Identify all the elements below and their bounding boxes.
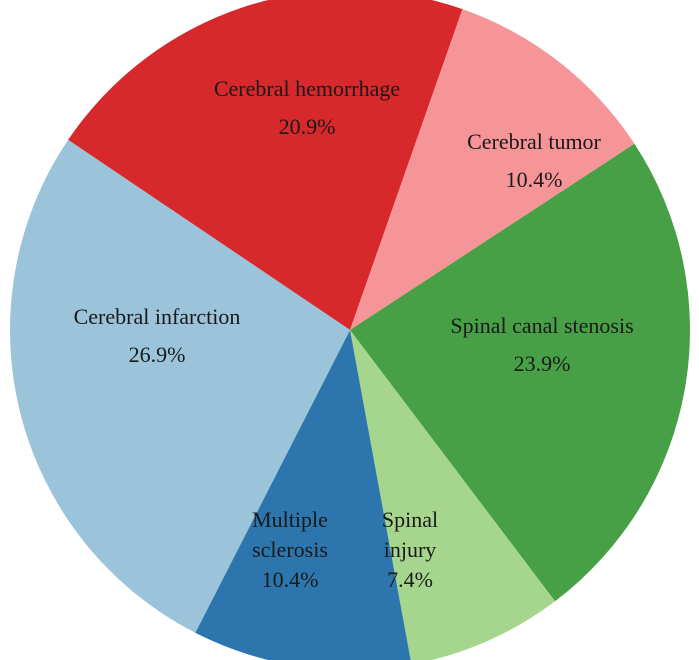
slice-label-group: Cerebral hemorrhage 20.9% bbox=[214, 76, 400, 139]
slice-value-label: 10.4% bbox=[506, 167, 563, 192]
pie-slice-multiple-sclerosis bbox=[195, 330, 411, 660]
slice-label-group: Multiple sclerosis 10.4% bbox=[252, 507, 328, 592]
pie-slice-cerebral-tumor bbox=[350, 9, 635, 330]
slice-value-label: 26.9% bbox=[129, 342, 186, 367]
pie-labels: Cerebral hemorrhage 20.9% Cerebral tumor 10… bbox=[74, 76, 634, 592]
slice-label: Cerebral hemorrhage bbox=[214, 76, 400, 101]
pie-slice-spinal-injury bbox=[350, 330, 555, 660]
slice-label-group: Spinal canal stenosis 23.9% bbox=[450, 313, 633, 376]
slice-value-label: 10.4% bbox=[262, 567, 319, 592]
pie-slices bbox=[10, 0, 691, 660]
slice-label: injury bbox=[384, 537, 437, 562]
slice-label: Multiple bbox=[252, 507, 328, 532]
slice-label: Spinal canal stenosis bbox=[450, 313, 633, 338]
slice-label-group: Cerebral tumor 10.4% bbox=[467, 129, 601, 192]
slice-label: sclerosis bbox=[252, 537, 328, 562]
pie-slice-cerebral-infarction bbox=[10, 139, 351, 633]
slice-label: Cerebral infarction bbox=[74, 304, 241, 329]
pie-slice-spinal-canal-stenosis bbox=[350, 143, 691, 602]
slice-value-label: 23.9% bbox=[514, 351, 571, 376]
slice-value-label: 7.4% bbox=[387, 567, 433, 592]
slice-value-label: 20.9% bbox=[279, 114, 336, 139]
slice-label-group: Spinal injury 7.4% bbox=[382, 507, 438, 592]
slice-label: Spinal bbox=[382, 507, 438, 532]
slice-label-group: Cerebral infarction 26.9% bbox=[74, 304, 241, 367]
pie-slice-cerebral-hemorrhage bbox=[68, 0, 463, 330]
slice-label: Cerebral tumor bbox=[467, 129, 601, 154]
